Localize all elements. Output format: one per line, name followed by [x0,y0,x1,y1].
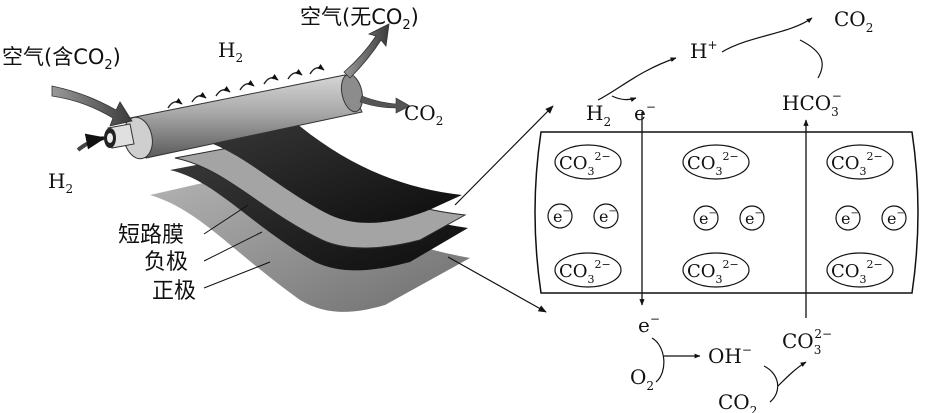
oh-label: OH− [708,343,752,368]
negative-electrode-label: 负极 [144,250,188,275]
hplus-to-co2-arrow [721,17,813,53]
co2-to-carbonate-arrow [777,361,807,387]
electron-bottom-label: e− [638,312,660,337]
co2-out-label: CO2 [404,101,443,128]
h2-top-label: H2 [218,38,243,65]
electron-6: e− [881,205,907,231]
svg-text:CO32−: CO32− [559,258,611,286]
svg-text:e−: e− [599,206,617,226]
svg-text:CO32−: CO32− [831,150,883,178]
co2-bottom-label: CO2 [718,390,757,413]
svg-text:CO32−: CO32− [687,150,739,178]
svg-text:CO32−: CO32− [559,150,611,178]
electron-3: e− [693,205,719,231]
carbonate-ion-top-left: CO32− [554,144,622,180]
electron-5: e− [835,205,861,231]
hco3-label: HCO3− [782,89,842,119]
electron-4: e− [739,205,765,231]
h2-to-hplus-arrow [597,57,677,101]
o2-label: O2 [630,365,654,393]
reaction-scheme: H2 e− H+ CO2 HCO3− e− O2 OH− CO32− CO2 [586,7,873,413]
h2-swirl-arrows [167,63,325,109]
carbonate-ion-top-middle: CO32− [682,144,750,180]
hplus-label: H+ [690,38,718,63]
air-out-label: 空气(无CO2) [300,5,419,33]
svg-text:e−: e− [699,208,717,228]
electron-top-label: e− [634,100,656,125]
zoom-pointer-bottom [447,256,547,313]
fuel-cell-device: 空气(含CO2) 空气(无CO2) H2 H2 CO2 短路膜 负极 正极 [2,5,470,312]
svg-text:e−: e− [745,208,763,228]
co2-top-label: CO2 [834,7,873,35]
membrane-leader-line [203,204,249,235]
electron-2: e− [593,203,619,229]
top-film-layer [180,118,462,223]
oh-to-carbonate-curve [763,365,779,403]
membrane-detail: CO32− CO32− CO32− CO32− CO32− CO32− e− e… [534,112,919,318]
negative-leader-line [203,231,263,262]
carbonate-out-label: CO32− [782,327,832,357]
positive-leader-line [203,261,271,289]
hco3-to-co2-arrow [799,39,823,79]
carbonate-ion-bottom-middle: CO32− [682,252,750,288]
co2-out-arrow [359,95,411,114]
svg-text:e−: e− [887,208,905,228]
electron-1: e− [547,203,573,229]
svg-text:CO32−: CO32− [687,258,739,286]
svg-text:CO32−: CO32− [831,258,883,286]
h2-reactant-label: H2 [586,101,611,129]
carbonate-ion-bottom-left: CO32− [554,252,622,288]
svg-text:e−: e− [841,208,859,228]
air-in-label: 空气(含CO2) [2,45,121,73]
zoom-pointer-top [454,105,554,206]
air-in-arrow [51,85,133,127]
electron-to-oh-curve [651,337,665,383]
h2-left-label: H2 [48,169,73,196]
carbonate-ion-bottom-right: CO32− [826,252,894,288]
air-out-arrow [343,23,390,79]
carbonate-ion-top-right: CO32− [826,144,894,180]
membrane-label: 短路膜 [118,223,184,248]
h2-to-electron-arrow [611,95,637,102]
svg-text:e−: e− [553,206,571,226]
membrane-outline [534,131,919,294]
h2-in-arrow [76,133,106,152]
positive-electrode-label: 正极 [152,279,196,304]
